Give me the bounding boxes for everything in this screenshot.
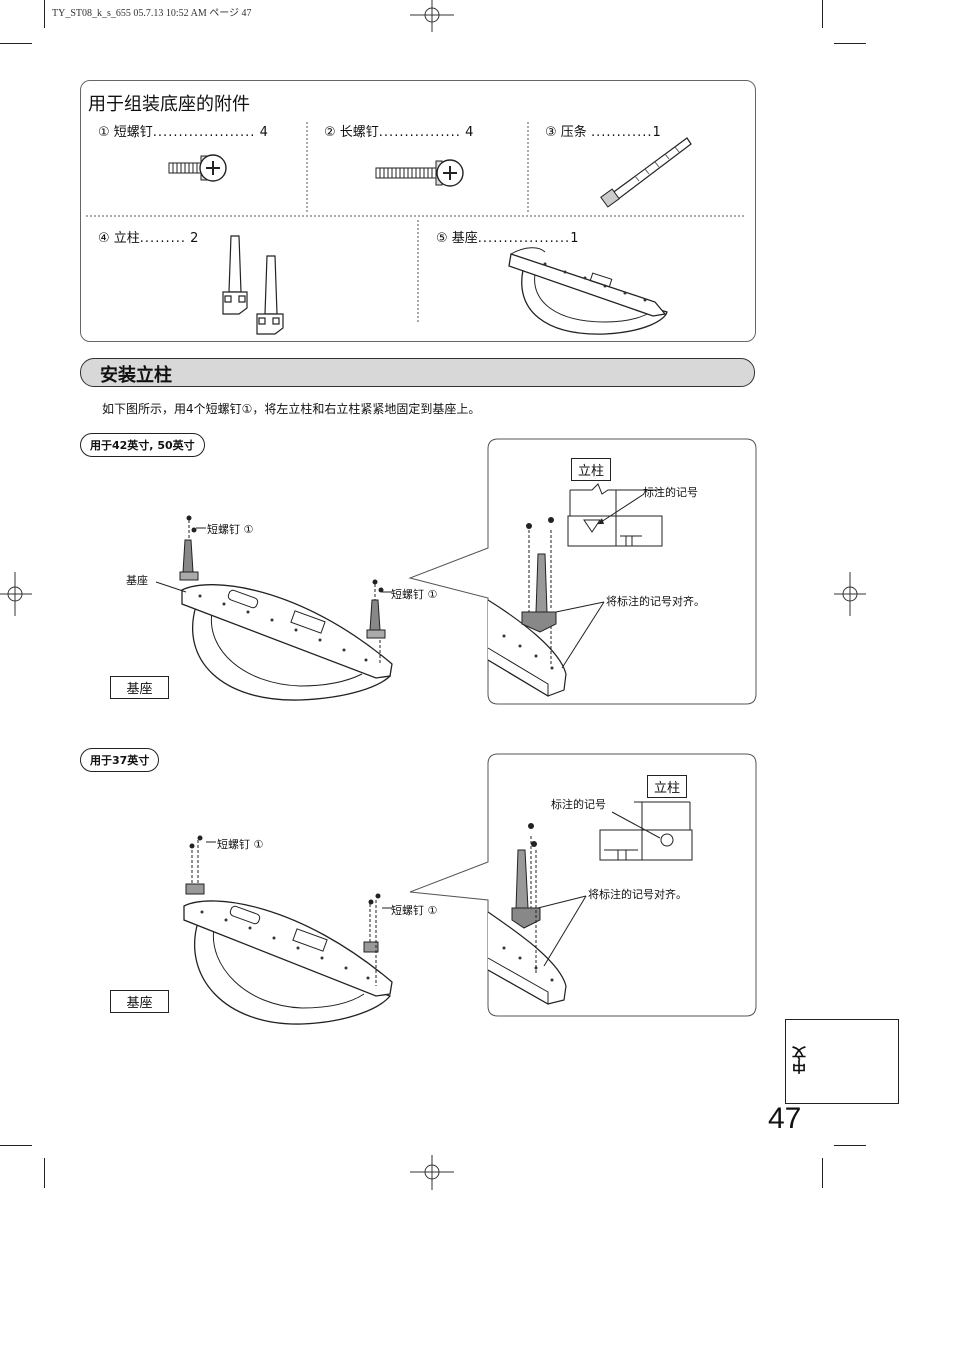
fig1-base-box-label: 基座 — [110, 676, 169, 699]
crop-mark — [44, 1158, 45, 1188]
accessory-item-pillar: ④ 立柱......... 2 — [98, 231, 199, 246]
long-screw-illustration — [375, 159, 464, 187]
fig2-screw-label-left: 短螺钉 ① — [217, 838, 264, 851]
instruction-text: 如下图所示，用4个短螺钉①，将左立柱和右立柱紧紧地固定到基座上。 — [102, 402, 481, 416]
clamp-illustration — [600, 137, 692, 208]
accessories-dividers — [86, 122, 746, 324]
crop-mark — [822, 0, 823, 28]
accessory-item-short-screw: ① 短螺钉.................... 4 — [98, 125, 268, 140]
page-number: 47 — [768, 1102, 802, 1135]
section-header-bar — [80, 358, 755, 387]
language-tab — [785, 1019, 899, 1104]
fig2-base-box-label: 基座 — [110, 990, 169, 1013]
base-illustration — [508, 247, 668, 335]
fig1-pillar-box-label: 立柱 — [571, 458, 612, 481]
language-tab-label: 中文 — [792, 1046, 808, 1074]
fig1-screw-label-right: 短螺钉 ① — [391, 588, 438, 601]
crop-mark — [834, 43, 866, 44]
fig2-pillar-box-label: 立柱 — [647, 775, 688, 798]
section-title: 安装立柱 — [100, 365, 172, 386]
fig1-base-callout: 基座 — [126, 574, 148, 587]
fig1-mark-label: 标注的记号 — [643, 486, 698, 499]
crop-mark — [0, 43, 32, 44]
crop-mark — [834, 1145, 866, 1146]
fig2-mark-label: 标注的记号 — [551, 798, 606, 811]
fig1-screw-label-left: 短螺钉 ① — [207, 523, 254, 536]
accessory-item-clamp: ③ 压条 ............1 — [545, 125, 661, 140]
size-label-42-50: 用于42英寸, 50英寸 — [80, 433, 205, 457]
crop-mark — [822, 1158, 823, 1188]
accessory-item-long-screw: ② 长螺钉................ 4 — [324, 125, 474, 140]
crop-mark — [0, 1145, 32, 1146]
accessory-item-base: ⑤ 基座..................1 — [436, 231, 579, 246]
fig2-align-label: 将标注的记号对齐。 — [588, 888, 687, 901]
fig1-align-label: 将标注的记号对齐。 — [606, 595, 705, 608]
crop-mark — [44, 0, 45, 28]
file-header: TY_ST08_k_s_655 05.7.13 10:52 AM ページ 47 — [52, 8, 252, 19]
accessories-title: 用于组装底座的附件 — [88, 94, 250, 115]
size-label-37: 用于37英寸 — [80, 748, 160, 772]
short-screw-illustration — [168, 154, 227, 182]
fig2-screw-label-right: 短螺钉 ① — [391, 904, 438, 917]
pillars-illustration — [222, 235, 284, 335]
